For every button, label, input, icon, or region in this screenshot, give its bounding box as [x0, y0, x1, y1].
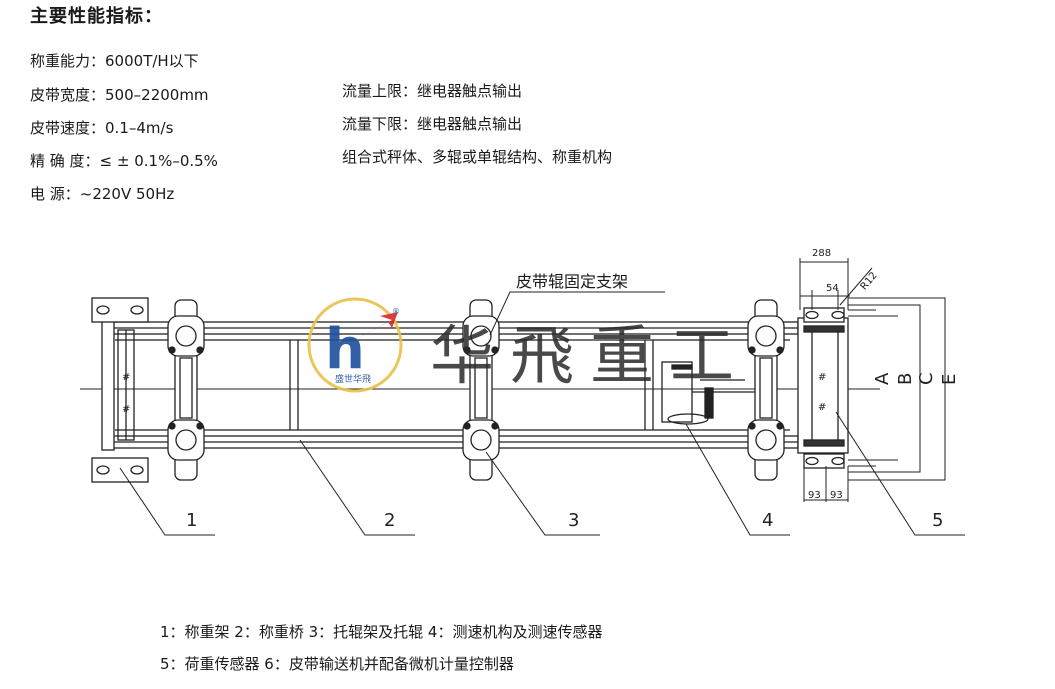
right-end-frame: # #: [797, 307, 849, 469]
side-letter-a: A: [872, 372, 893, 385]
spec-power: 电 源：~220V 50Hz: [30, 183, 174, 204]
logo-subtext: 盛世华飛: [335, 373, 371, 385]
idler-assembly-right: [747, 299, 785, 481]
spec-accuracy: 精 确 度：≤ ± 0.1%–0.5%: [30, 150, 218, 171]
spec-key: 电 源：: [30, 185, 80, 203]
legend-line-1: 1：称重架 2：称重桥 3：托辊架及托辊 4：测速机构及测速传感器: [160, 623, 603, 641]
part-number-1: 1: [186, 510, 197, 531]
speed-sensor-mechanism: [661, 361, 755, 425]
spec-structure: 组合式秤体、多辊或单辊结构、称重机构: [342, 148, 613, 166]
logo-mark: ®: [392, 307, 400, 316]
spec-flow-upper: 流量上限：继电器触点输出: [342, 82, 523, 100]
spec-value: ≤ ± 0.1%–0.5%: [99, 152, 218, 170]
left-end-frame: # #: [91, 297, 149, 483]
spec-value: ~220V 50Hz: [79, 185, 175, 203]
side-letter-e: E: [939, 374, 960, 385]
callout-label: 皮带辊固定支架: [516, 272, 628, 291]
svg-text:#: #: [122, 372, 130, 383]
svg-text:#: #: [818, 402, 826, 413]
part-number-3: 3: [568, 510, 579, 531]
dim-54: 54: [826, 283, 839, 294]
svg-text:#: #: [122, 404, 130, 415]
page-title: 主要性能指标：: [30, 6, 163, 27]
part-number-4: 4: [762, 510, 773, 531]
watermark: 华飛重工: [430, 320, 750, 394]
dim-93-right: 93: [830, 490, 843, 501]
idler-assembly-left: [167, 299, 205, 481]
spec-key: 皮带宽度：: [30, 86, 106, 104]
spec-value: 6000T/H以下: [105, 52, 199, 70]
spec-key: 精 确 度：: [30, 152, 100, 170]
svg-text:#: #: [818, 372, 826, 383]
company-logo: h 盛世华飛 ®: [307, 297, 403, 393]
idler-assembly-middle: [462, 299, 500, 481]
spec-capacity: 称重能力：6000T/H以下: [30, 50, 199, 71]
legend-line-2: 5：荷重传感器 6：皮带输送机并配备微机计量控制器: [160, 655, 514, 673]
top-dimensions: [799, 258, 873, 310]
dim-r12: R12: [859, 270, 880, 292]
spec-key: 称重能力：: [30, 52, 106, 70]
bottom-dimensions: [803, 466, 849, 502]
dimension-brackets: [848, 297, 946, 481]
spec-belt-speed: 皮带速度：0.1–4m/s: [30, 117, 173, 138]
dim-288: 288: [812, 248, 831, 259]
spec-belt-width: 皮带宽度：500–2200mm: [30, 84, 209, 105]
leader-lines: [119, 291, 965, 536]
side-letter-b: B: [895, 373, 916, 385]
dim-93-left: 93: [808, 490, 821, 501]
spec-value: 500–2200mm: [105, 86, 209, 104]
logo-letter: h: [325, 317, 365, 382]
spec-key: 皮带速度：: [30, 119, 106, 137]
side-letter-c: C: [916, 372, 937, 385]
part-number-2: 2: [384, 510, 395, 531]
spec-value: 0.1–4m/s: [105, 119, 174, 137]
spec-flow-lower: 流量下限：继电器触点输出: [342, 115, 523, 133]
part-number-5: 5: [932, 510, 943, 531]
